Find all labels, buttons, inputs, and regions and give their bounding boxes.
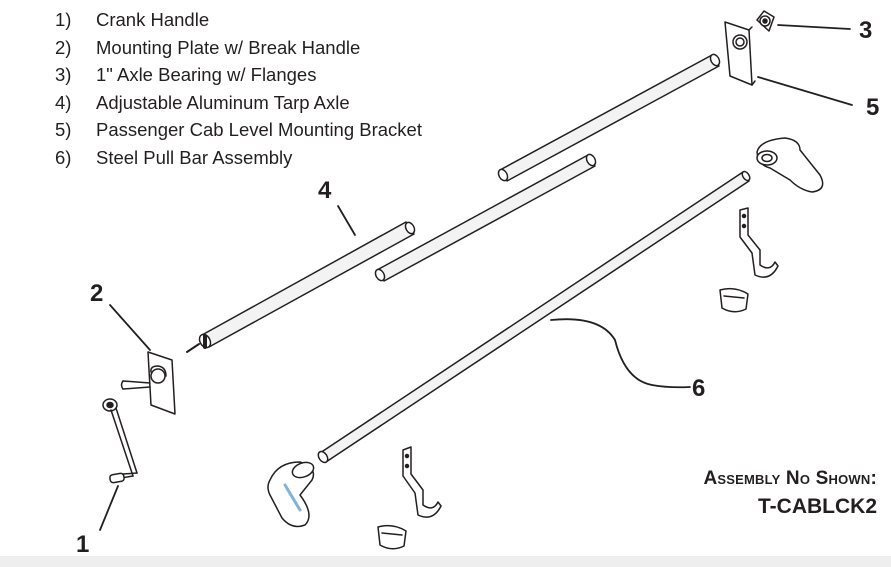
- legend-number: 2): [55, 36, 72, 58]
- callout-3: 3: [859, 17, 873, 44]
- callout-5: 5: [866, 94, 880, 121]
- leader-line-3: [777, 24, 851, 30]
- clip-bottom: [377, 524, 407, 550]
- tarp-axle-middle-tube: [374, 153, 597, 282]
- legend-item: 6) Steel Pull Bar Assembly: [55, 146, 422, 174]
- tarp-axle-left-tube: [186, 221, 416, 353]
- legend-number: 3): [55, 64, 72, 85]
- legend-number: 1): [55, 9, 72, 30]
- legend-item: 5) Passenger Cab Level Mounting Bracket: [55, 118, 422, 146]
- cab-mounting-bracket: [724, 21, 756, 86]
- legend-number: 5): [55, 119, 72, 140]
- crank-handle: [102, 398, 138, 484]
- clip-top: [719, 287, 749, 313]
- legend-number: 4): [55, 91, 72, 113]
- legend-label: Passenger Cab Level Mounting Bracket: [96, 119, 422, 140]
- legend-item: 3) 1" Axle Bearing w/ Flanges: [55, 63, 422, 91]
- callout-2: 2: [90, 280, 104, 307]
- callout-1: 1: [76, 531, 90, 558]
- legend-label: Crank Handle: [96, 9, 210, 30]
- callout-4: 4: [318, 177, 332, 204]
- legend-label: 1" Axle Bearing w/ Flanges: [96, 64, 317, 85]
- bottom-band: [0, 556, 891, 567]
- parts-legend: 1) Crank Handle 2) Mounting Plate w/ Break…: [55, 8, 422, 173]
- legend-label: Steel Pull Bar Assembly: [96, 146, 293, 168]
- legend-item: 1) Crank Handle: [55, 8, 422, 36]
- legend-number: 6): [55, 146, 72, 168]
- legend-item: 2) Mounting Plate w/ Break Handle: [55, 36, 422, 64]
- pull-bar-grip-top: [756, 137, 824, 193]
- steel-pull-bar: [317, 170, 751, 464]
- leader-line-1: [99, 485, 119, 531]
- leader-line-4: [337, 205, 356, 236]
- assembly-caption: Assembly No Shown:: [703, 468, 877, 489]
- leader-line-6: [550, 318, 691, 389]
- axle-bearing: [756, 10, 775, 32]
- callout-6: 6: [692, 375, 706, 402]
- legend-label: Mounting Plate w/ Break Handle: [96, 36, 361, 58]
- tarp-axle-upper-tube: [497, 53, 721, 182]
- mounting-plate: [120, 351, 176, 415]
- hook-bracket-bottom: [402, 446, 442, 518]
- assembly-code: T-CABLCK2: [758, 495, 877, 518]
- pull-bar-grip-bottom: [267, 461, 315, 528]
- leader-line-5: [757, 76, 853, 106]
- legend-label: Adjustable Aluminum Tarp Axle: [96, 91, 350, 113]
- leader-line-2: [109, 304, 151, 351]
- legend-item: 4) Adjustable Aluminum Tarp Axle: [55, 91, 422, 119]
- hook-bracket-top: [739, 207, 779, 278]
- assembly-number-block: Assembly No Shown: T-CABLCK2: [703, 468, 877, 519]
